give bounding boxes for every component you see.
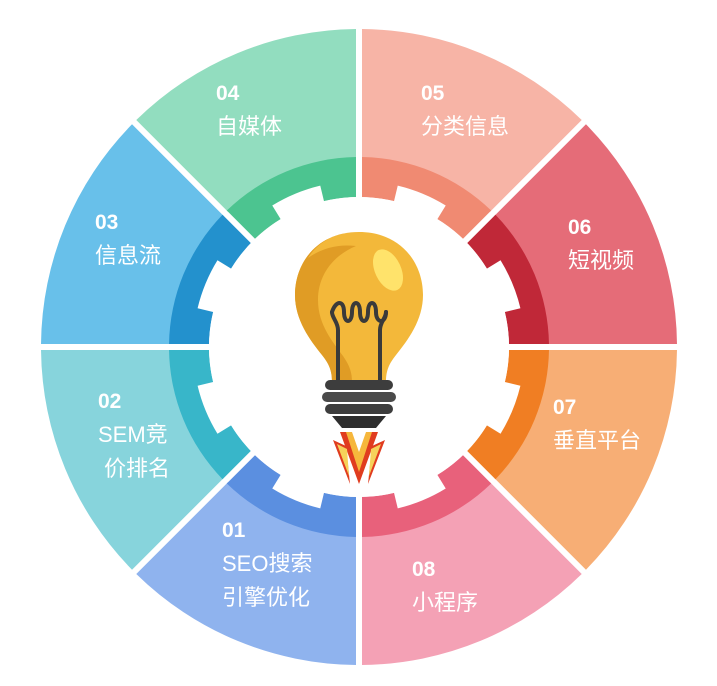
segment-text-line: 自媒体	[216, 114, 282, 139]
segment-text-line: SEO搜索	[222, 551, 312, 576]
segment-text-line: 垂直平台	[553, 428, 641, 453]
segment-03-label: 03 信息流	[95, 211, 161, 268]
segment-text-line: SEM竞	[98, 422, 168, 447]
segment-number: 05	[421, 82, 445, 105]
segment-number: 01	[222, 519, 246, 542]
wheel-segments	[41, 29, 677, 665]
bulb-shade	[295, 232, 359, 382]
segment-text-line: 信息流	[95, 243, 161, 268]
segment-text-line: 小程序	[412, 590, 478, 615]
bulb-highlight	[372, 249, 404, 291]
segment-text-line: 价排名	[104, 456, 170, 481]
segment-number: 02	[98, 390, 121, 413]
bulb-filament	[330, 301, 388, 384]
segment-text-line: 引擎优化	[222, 585, 310, 610]
segment-05-label: 05 分类信息	[421, 82, 509, 139]
rocket-flame-icon	[333, 432, 385, 484]
segment-number: 03	[95, 211, 118, 234]
segment-text-line: 分类信息	[421, 114, 509, 139]
segment-number: 04	[216, 82, 240, 105]
segment-number: 06	[568, 216, 591, 239]
segment-04-label: 04 自媒体	[216, 82, 282, 139]
segment-07-label: 07 垂直平台	[553, 396, 641, 453]
bulb-base	[322, 380, 396, 428]
segment-06-label: 06 短视频	[568, 216, 634, 273]
segment-number: 07	[553, 396, 576, 419]
segment-08-label: 08 小程序	[412, 558, 478, 615]
segment-number: 08	[412, 558, 436, 581]
segment-text-line: 短视频	[568, 248, 634, 273]
lightbulb-rocket-icon	[295, 232, 423, 484]
